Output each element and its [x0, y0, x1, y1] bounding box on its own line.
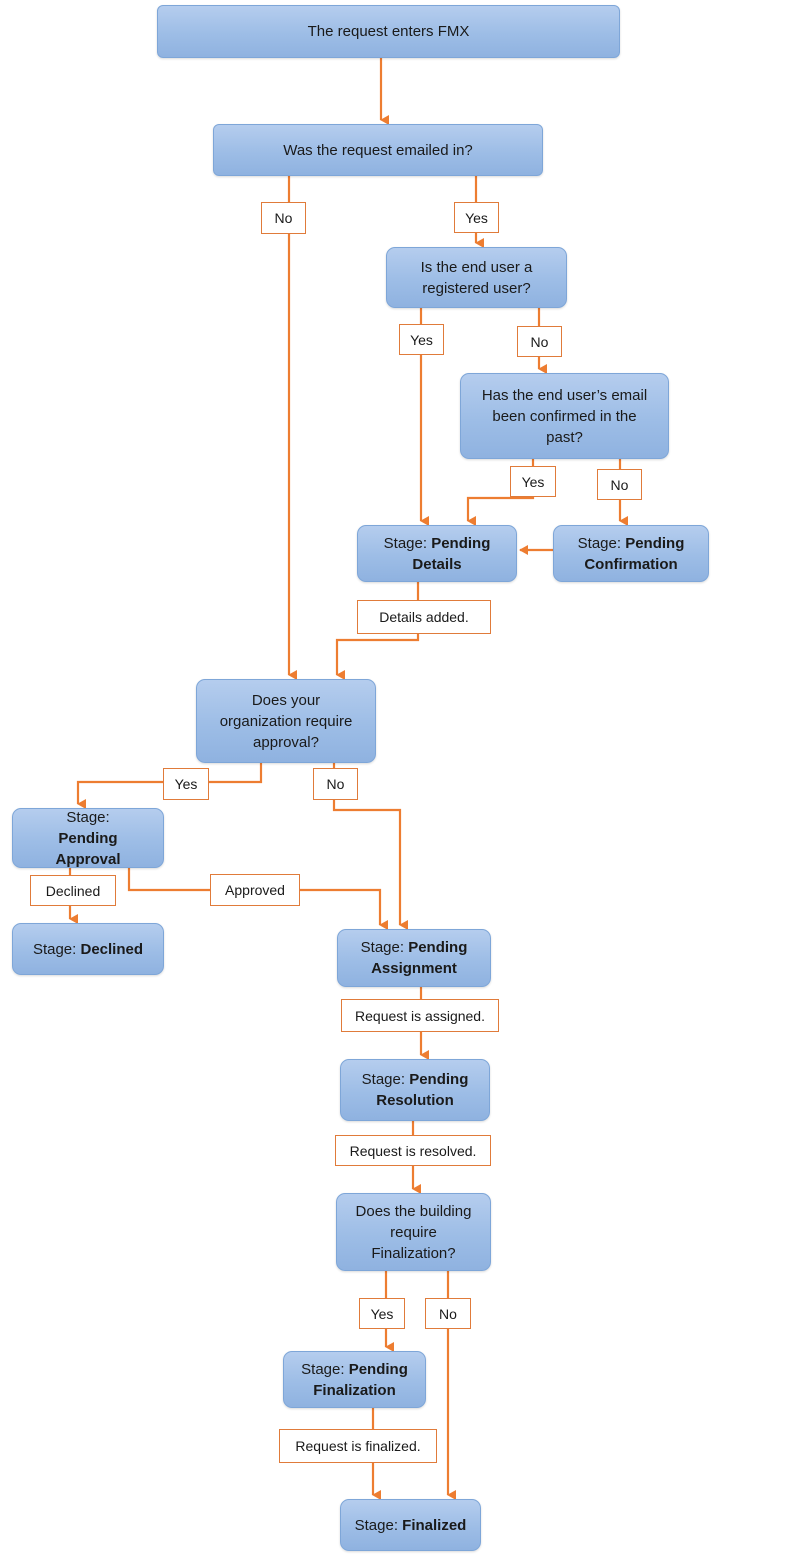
- label-declined: Declined: [30, 875, 116, 906]
- label-request-resolved: Request is resolved.: [335, 1135, 491, 1166]
- node-finalization-question: Does the building require Finalization?: [336, 1193, 491, 1271]
- label-request-finalized: Request is finalized.: [279, 1429, 437, 1463]
- node-stage-pending-confirmation: Stage: Pending Confirmation: [553, 525, 709, 582]
- label-confirmed-yes: Yes: [510, 466, 556, 497]
- label-approval-no: No: [313, 768, 358, 800]
- node-stage-declined: Stage: Declined: [12, 923, 164, 975]
- node-stage-declined-prefix: Stage:: [32, 940, 81, 958]
- node-stage-pending-confirmation-name: Pending Confirmation: [584, 534, 685, 573]
- node-request-enters: The request enters FMX: [157, 5, 620, 58]
- node-approval-question-text: Does your organization require approval?: [219, 691, 353, 751]
- label-approved: Approved: [210, 874, 300, 906]
- node-registered-question: Is the end user a registered user?: [386, 247, 567, 308]
- node-stage-pending-approval-prefix: Stage:: [66, 808, 110, 826]
- node-emailed-question-text: Was the request emailed in?: [283, 141, 473, 159]
- node-stage-pending-confirmation-prefix: Stage:: [577, 534, 626, 552]
- node-stage-finalized-name: Finalized: [402, 1516, 467, 1534]
- node-stage-pending-assignment: Stage: Pending Assignment: [337, 929, 491, 987]
- node-stage-finalized: Stage: Finalized: [340, 1499, 481, 1551]
- label-approval-yes: Yes: [163, 768, 209, 800]
- node-registered-question-text: Is the end user a registered user?: [420, 258, 533, 297]
- node-stage-pending-details-name: Pending Details: [412, 534, 491, 573]
- node-stage-pending-approval: Stage: Pending Approval: [12, 808, 164, 868]
- node-stage-pending-approval-name: Pending Approval: [55, 829, 121, 868]
- node-stage-pending-resolution: Stage: Pending Resolution: [340, 1059, 490, 1121]
- node-stage-pending-details: Stage: Pending Details: [357, 525, 517, 582]
- node-stage-pending-resolution-name: Pending Resolution: [376, 1071, 469, 1109]
- label-confirmed-no: No: [597, 469, 642, 500]
- node-emailed-question: Was the request emailed in?: [213, 124, 543, 176]
- node-stage-pending-resolution-prefix: Stage:: [361, 1071, 410, 1088]
- node-request-enters-text: The request enters FMX: [307, 23, 470, 40]
- node-stage-declined-name: Declined: [80, 940, 144, 958]
- node-confirmed-question: Has the end user’s email been confirmed …: [460, 373, 669, 459]
- node-stage-pending-assignment-prefix: Stage:: [360, 939, 409, 956]
- node-stage-finalized-prefix: Stage:: [354, 1516, 403, 1534]
- node-stage-pending-finalization: Stage: Pending Finalization: [283, 1351, 426, 1408]
- node-stage-pending-assignment-name: Pending Assignment: [371, 939, 468, 977]
- label-finalization-no: No: [425, 1298, 471, 1329]
- node-approval-question: Does your organization require approval?: [196, 679, 376, 763]
- node-confirmed-question-text: Has the end user’s email been confirmed …: [481, 386, 648, 446]
- label-request-assigned: Request is assigned.: [341, 999, 499, 1032]
- label-emailed-yes: Yes: [454, 202, 499, 233]
- label-registered-yes: Yes: [399, 324, 444, 355]
- label-registered-no: No: [517, 326, 562, 357]
- node-stage-pending-details-prefix: Stage:: [383, 534, 432, 552]
- label-details-added: Details added.: [357, 600, 491, 634]
- node-stage-pending-finalization-prefix: Stage:: [301, 1360, 349, 1378]
- node-stage-pending-finalization-name: Pending Finalization: [313, 1360, 408, 1399]
- label-emailed-no: No: [261, 202, 306, 234]
- node-finalization-question-text: Does the building require Finalization?: [355, 1202, 472, 1262]
- label-finalization-yes: Yes: [359, 1298, 405, 1329]
